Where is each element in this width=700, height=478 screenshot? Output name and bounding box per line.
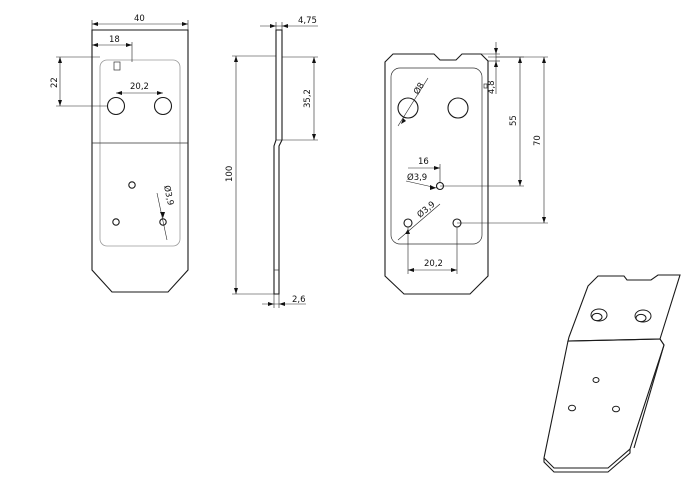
iso-hole-lower-left [568, 404, 576, 412]
iso-lower-plate [543, 338, 665, 469]
back-notch [483, 83, 488, 89]
front-hole-center [128, 181, 136, 189]
front-notch [113, 61, 121, 71]
iso-hole-left-inner [591, 312, 603, 322]
back-outline [384, 53, 489, 295]
dim-55-label: 55 [509, 115, 519, 126]
dim-70-label: 70 [533, 135, 543, 146]
dim-bottom-spacing-label: 20,2 [424, 259, 443, 269]
iso-hole-right-inner [635, 313, 647, 323]
back-recess [390, 67, 483, 245]
front-view: 40 18 22 20,2 Ø3,9 [50, 14, 189, 293]
back-hole-left-large [397, 97, 419, 119]
dim-16-label: 16 [418, 157, 429, 167]
dim-4-8-label: 4,8 [487, 80, 497, 94]
front-recess [99, 59, 181, 247]
iso-hole-lower-right [612, 405, 620, 413]
dim-offset-label: 18 [109, 35, 120, 45]
dim-thickness-top-label: 4,75 [298, 16, 317, 26]
front-hole-right [153, 96, 173, 116]
back-hole-lower-left [403, 218, 413, 228]
dim-big-hole-label: Ø8 [411, 80, 427, 96]
dim-hole-b-label: Ø3,9 [415, 199, 438, 220]
back-hole-right-large [447, 97, 469, 119]
back-view: Ø8 4,8 55 70 16 Ø3,9 Ø3,9 [384, 42, 548, 295]
iso-lower-edge [543, 449, 631, 473]
front-hole-lower-left [112, 218, 120, 226]
dim-hole-a-label: Ø3,9 [407, 172, 427, 183]
dim-width-label: 40 [134, 14, 145, 24]
iso-upper-plate [567, 274, 681, 342]
isometric-view [543, 274, 681, 473]
dim-height22-label: 22 [50, 77, 60, 88]
side-view: 4,75 35,2 100 2,6 [225, 16, 318, 308]
dim-hole-spacing-label: 20,2 [130, 82, 149, 92]
iso-hole-center [592, 377, 600, 383]
dim-thickness-bottom-label: 2,6 [292, 295, 306, 305]
side-outline [273, 29, 283, 295]
dim-total-height-label: 100 [225, 166, 235, 182]
front-outline [91, 29, 189, 293]
dim-small-hole-label: Ø3,9 [161, 184, 176, 206]
front-hole-left [106, 96, 126, 116]
dim-height35-label: 35,2 [303, 89, 313, 108]
